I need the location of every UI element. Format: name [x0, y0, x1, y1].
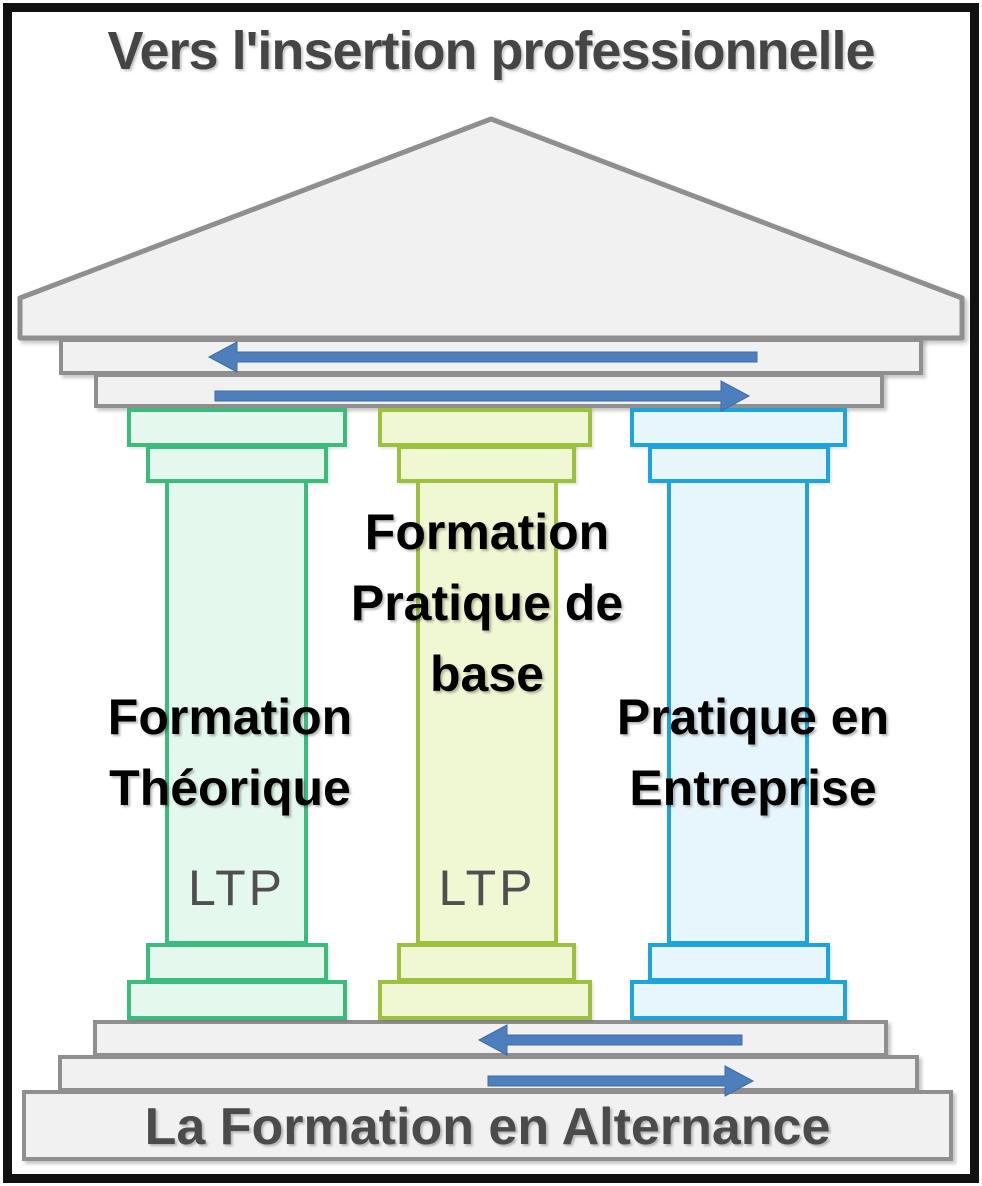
ltp-tag: LTP: [188, 860, 285, 916]
pillar-capital-top: [127, 408, 347, 447]
pillar-shaft: LTP: [165, 479, 308, 945]
pillar-base-upper: [146, 943, 328, 982]
stylobate-step-top: [93, 1020, 888, 1057]
page-title: Vers l'insertion professionnelle: [107, 21, 875, 81]
pillar-capital-top: [378, 408, 592, 447]
pillar-capital-top: [630, 408, 847, 447]
pillar-base-bottom: [630, 980, 847, 1020]
base-banner-label: La Formation en Alternance: [144, 1097, 831, 1156]
label-line: Pratique en: [616, 689, 890, 745]
pillar-shaft: LTP: [416, 479, 558, 945]
stylobate-step-middle: [58, 1055, 919, 1092]
pillar-capital-lower: [648, 445, 830, 483]
label-line: Formation: [364, 504, 610, 560]
pillar-capital-lower: [146, 445, 328, 483]
label-line: Théorique: [109, 760, 351, 816]
pillar-base-upper: [648, 943, 830, 982]
label-formation-theorique: Formation Théorique: [30, 682, 430, 824]
ltp-tag: LTP: [438, 860, 536, 916]
label-line: base: [430, 646, 544, 702]
pillar-base-upper: [397, 943, 576, 982]
pillar-base-bottom: [127, 980, 347, 1020]
pillar-capital-lower: [397, 445, 576, 483]
label-line: Formation: [107, 689, 353, 745]
entablature-bottom-bar: [94, 373, 884, 408]
label-pratique-en-entreprise: Pratique en Entreprise: [553, 682, 953, 824]
pillar-base-bottom: [378, 980, 592, 1020]
label-line: Pratique de: [350, 575, 624, 631]
pillar-shaft: [667, 479, 809, 945]
stylobate-step-bottom: La Formation en Alternance: [22, 1090, 953, 1161]
label-line: Entreprise: [629, 760, 877, 816]
entablature-top-bar: [59, 338, 923, 375]
pediment-shape: [17, 116, 965, 341]
label-formation-pratique-de-base: Formation Pratique de base: [287, 497, 687, 710]
